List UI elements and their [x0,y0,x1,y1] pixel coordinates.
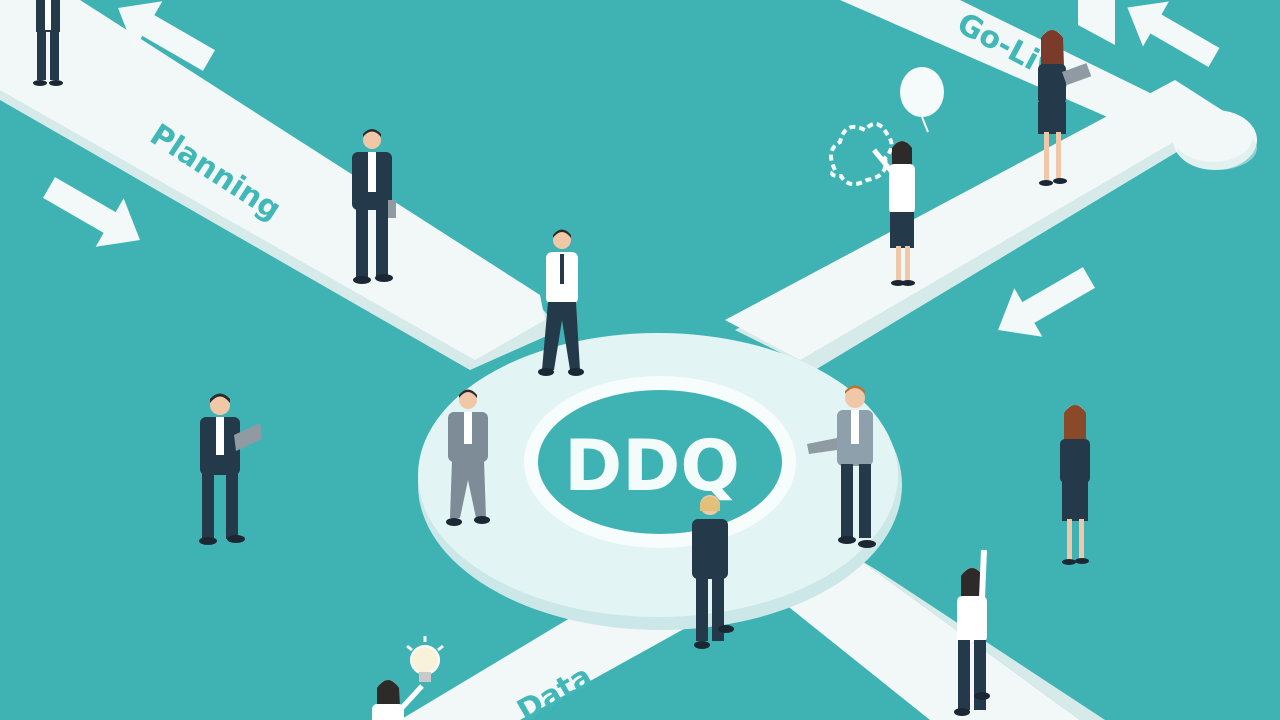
person-woman [872,141,915,286]
person-man [538,229,584,376]
person-woman [372,680,424,720]
planning-road [0,0,545,360]
bottom-right-road [780,560,1080,720]
data-road [400,600,700,720]
go-live-road-cap-top [1173,110,1253,162]
lightbulb-icon [406,636,444,682]
arrow-icon [118,1,215,71]
ddq-hub: DDQ [418,333,902,630]
arrow-icon [1078,0,1115,45]
arrows [43,0,1220,337]
person-man [692,495,734,649]
people [33,0,1092,720]
cloud-sketch-icon [829,122,894,187]
hub-center [538,390,782,534]
arrow-icon [43,177,140,247]
go-live-road [725,80,1225,360]
arrow-icon [1127,1,1220,68]
person-woman [954,549,990,716]
person-man [199,393,262,545]
person-woman [1060,405,1090,565]
person-man [33,0,63,86]
person-woman [1038,30,1092,186]
balloon-icon [900,67,944,133]
go-live-road-top [840,0,1195,140]
arrow-icon [998,267,1095,337]
person-man [352,129,396,284]
person-man [446,389,490,526]
person-man [807,385,876,548]
hub-label: DDQ [564,425,740,507]
